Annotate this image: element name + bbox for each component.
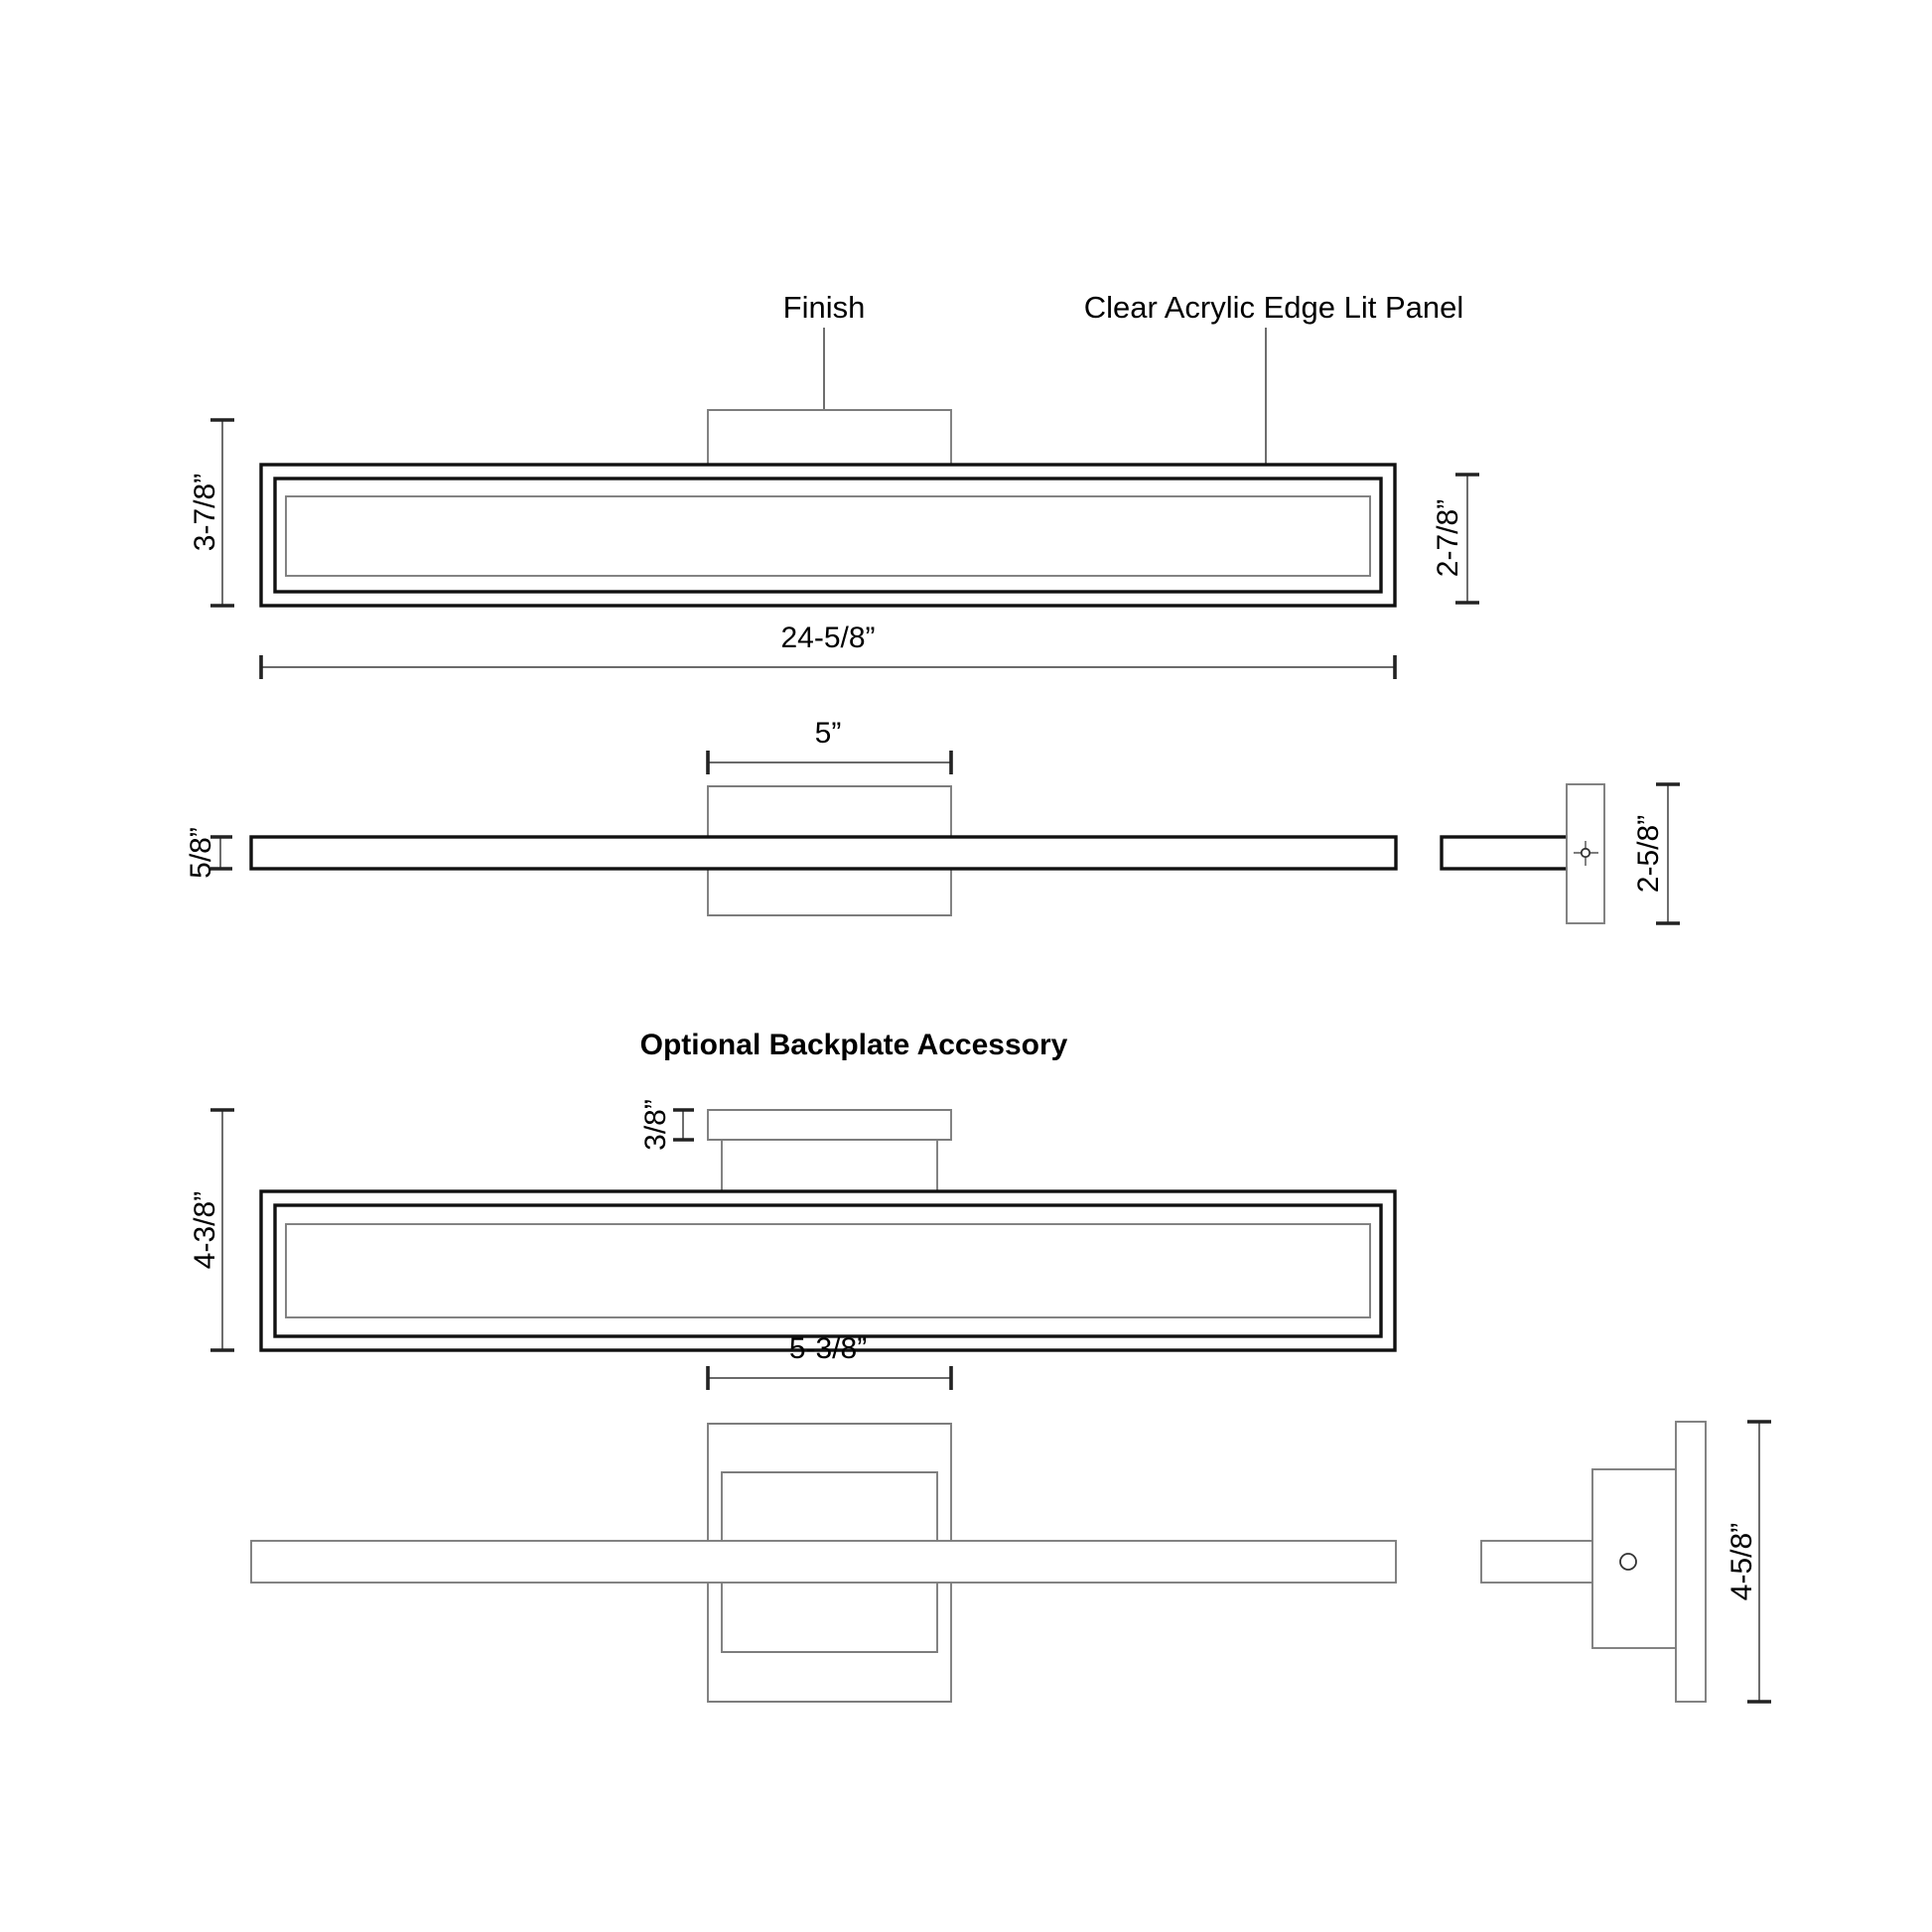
dimension-backplate-width-label: 5-3/8”	[789, 1332, 867, 1365]
dimension-side-height: 2-5/8”	[1632, 782, 1680, 925]
dimension-backplate-side-height-label: 4-5/8”	[1725, 1523, 1758, 1600]
dimension-body-depth-label: 5/8”	[185, 827, 217, 879]
dimension-backplate-thickness-label: 3/8”	[639, 1099, 672, 1151]
dimension-backplate-width: 5-3/8”	[706, 1332, 953, 1390]
front-view-standard-body	[259, 463, 1397, 608]
dimension-backplate-thickness: 3/8”	[639, 1099, 694, 1151]
dimension-overall-width-label: 24-5/8”	[780, 621, 875, 654]
dimension-backplate-front-height-label: 4-3/8”	[189, 1191, 221, 1269]
top-view-standard-bar	[249, 835, 1398, 871]
dimension-canopy-width: 5”	[706, 717, 953, 774]
dimension-front-height: 3-7/8”	[189, 418, 234, 608]
section-heading-optional-backplate: Optional Backplate Accessory	[640, 1029, 1068, 1061]
dimension-backplate-side-height: 4-5/8”	[1725, 1420, 1771, 1704]
dimension-canopy-width-label: 5”	[815, 717, 842, 750]
dimension-body-depth: 5/8”	[185, 827, 232, 879]
top-view-backplate	[250, 1423, 1397, 1703]
dimension-panel-height: 2-7/8”	[1432, 473, 1479, 605]
front-view-backplate-body	[259, 1189, 1397, 1352]
side-view-backplate	[1480, 1421, 1707, 1703]
dimension-panel-height-label: 2-7/8”	[1432, 499, 1464, 577]
front-view-backplate-canopy	[707, 1109, 952, 1195]
dimension-front-height-label: 3-7/8”	[189, 474, 221, 551]
callout-acrylic-label: Clear Acrylic Edge Lit Panel	[1084, 290, 1464, 325]
front-view-standard-canopy	[707, 409, 952, 468]
dimension-side-height-label: 2-5/8”	[1632, 815, 1665, 893]
dimension-overall-width: 24-5/8”	[259, 621, 1397, 679]
center-mark-icon	[1574, 841, 1598, 866]
callout-finish-label: Finish	[783, 290, 866, 325]
side-view-standard	[1440, 783, 1605, 924]
dimension-backplate-front-height: 4-3/8”	[189, 1108, 234, 1352]
